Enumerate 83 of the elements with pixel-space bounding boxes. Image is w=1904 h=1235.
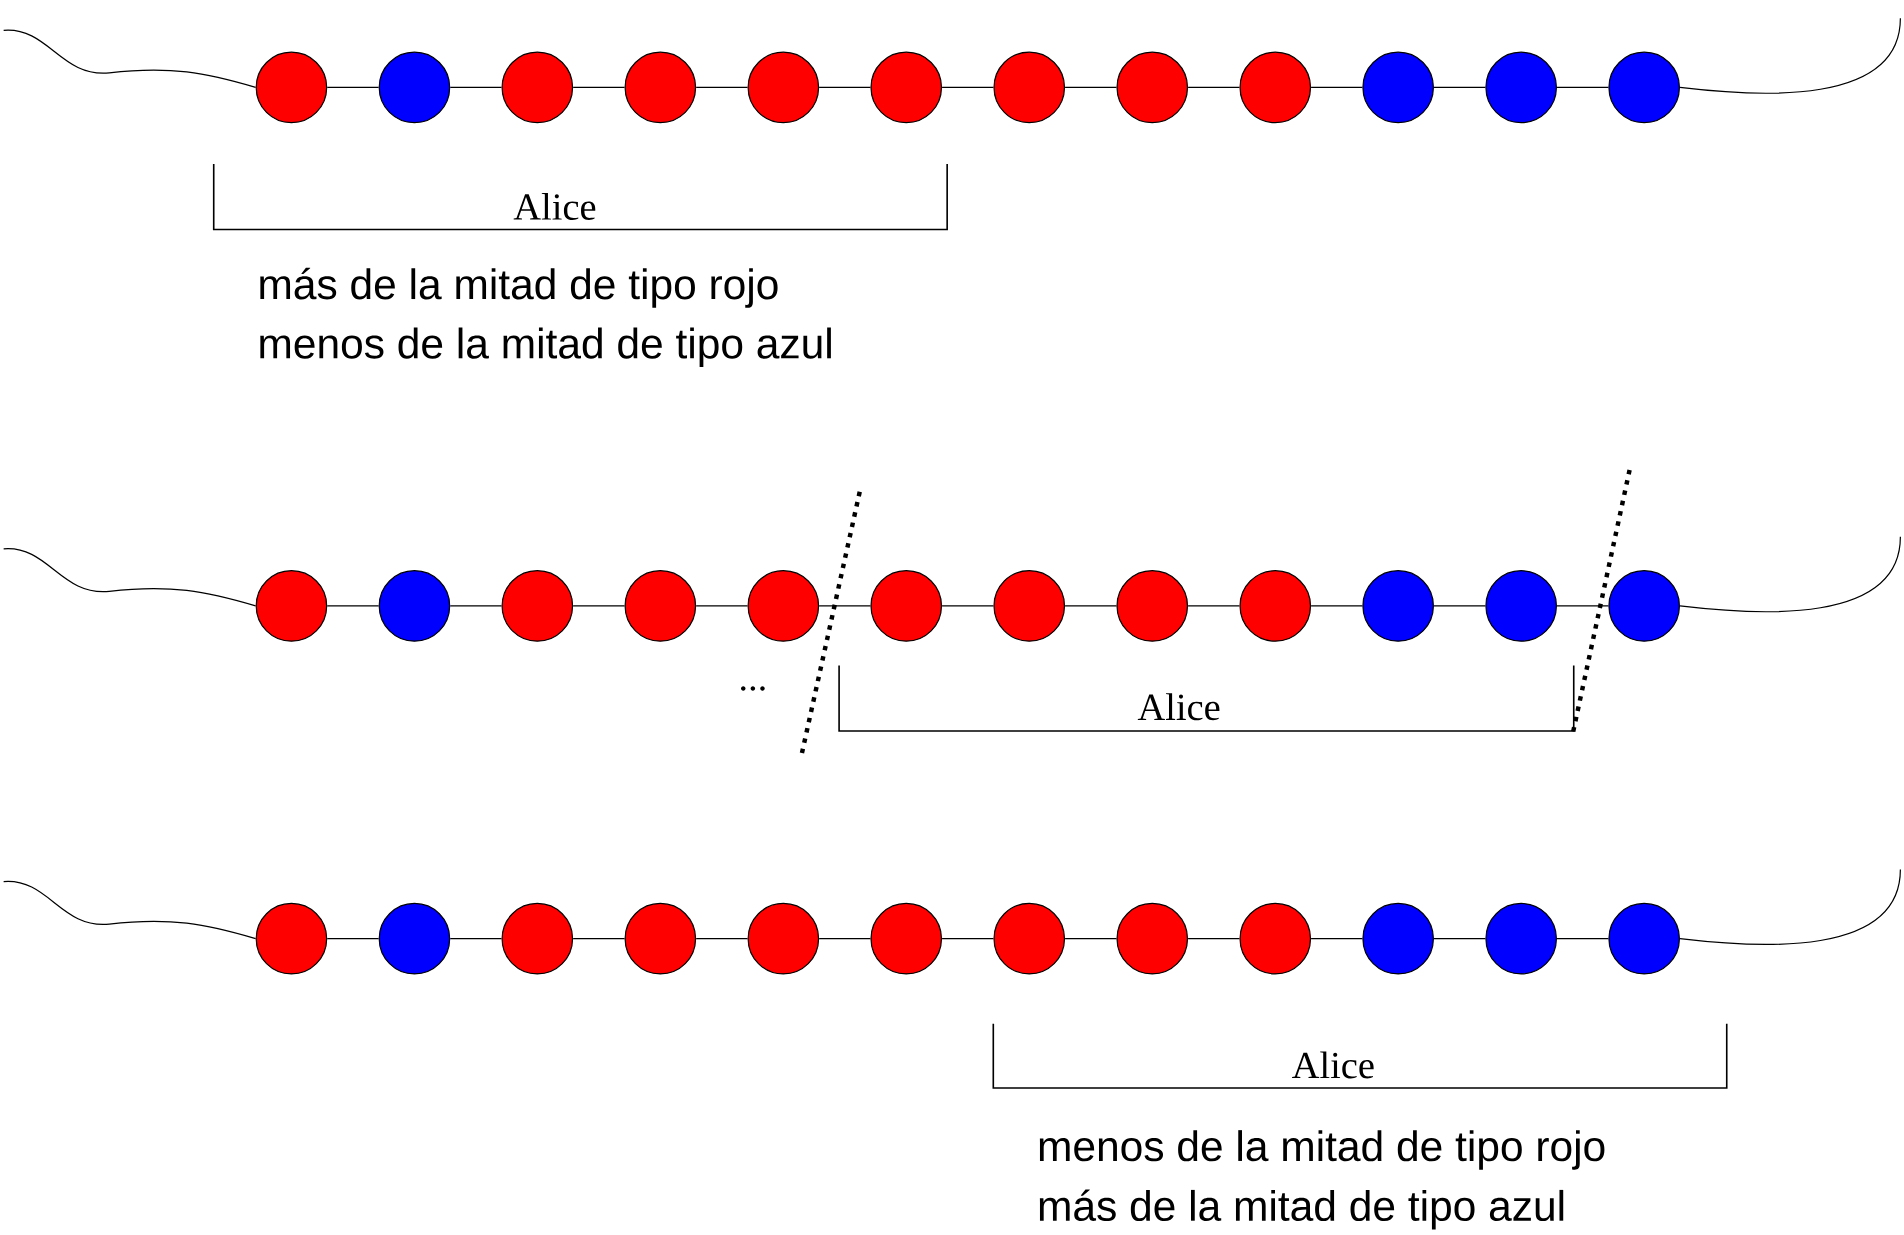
bead-circle <box>501 902 574 975</box>
connector-line <box>695 86 749 89</box>
connector-line <box>818 86 872 89</box>
connector-line <box>941 938 995 940</box>
bead-circle <box>378 51 451 124</box>
bead-circle <box>1608 51 1680 124</box>
bead-circle <box>1362 570 1434 642</box>
bead-circle <box>993 902 1066 975</box>
connector-line <box>1310 605 1363 607</box>
bead-circle <box>255 902 328 975</box>
connector-line <box>695 605 749 607</box>
bead-circle <box>1608 902 1680 975</box>
note-text: más de la mitad de tipo rojo <box>260 267 778 308</box>
connector-line <box>449 605 503 607</box>
bead-circle <box>501 51 574 124</box>
connector-line <box>695 938 749 940</box>
connector-line <box>1433 938 1486 940</box>
connector-line <box>1433 605 1486 607</box>
bead-circle <box>870 902 943 975</box>
bead-circle <box>378 570 451 642</box>
bead-circle <box>1485 570 1557 642</box>
bead-circle <box>1608 570 1680 642</box>
bead-circle <box>993 570 1066 642</box>
bead-circle <box>747 570 820 642</box>
wavy-line <box>1679 536 1901 613</box>
bead-circle <box>870 570 943 642</box>
bead-circle <box>993 51 1066 124</box>
connector-line <box>1064 86 1118 89</box>
connector-line <box>326 86 380 89</box>
bead-circle <box>747 51 820 124</box>
bead-circle <box>1485 902 1557 975</box>
wavy-line <box>3 881 257 940</box>
connector-line <box>1064 605 1118 607</box>
connector-line <box>326 605 380 607</box>
note-text: más de la mitad de tipo azul <box>1039 1189 1564 1230</box>
bead-circle <box>1116 902 1189 975</box>
wavy-line <box>3 29 257 89</box>
note-text: menos de la mitad de tipo azul <box>260 327 831 368</box>
bead-circle <box>1239 51 1312 124</box>
connector-line <box>1187 938 1241 940</box>
bracket-label: Alice <box>1292 1051 1374 1079</box>
bead-circle <box>624 570 697 642</box>
bead-circle <box>1362 902 1434 975</box>
wavy-line <box>3 548 257 607</box>
connector-line <box>1310 86 1363 89</box>
bead-circle <box>1362 51 1434 124</box>
bead-circle <box>255 570 328 642</box>
bead-circle <box>870 51 943 124</box>
connector-line <box>941 605 995 607</box>
bead-circle <box>1239 902 1312 975</box>
connector-line <box>449 86 503 89</box>
connector-line <box>449 938 503 940</box>
bead-circle <box>624 902 697 975</box>
connector-line <box>1556 605 1609 607</box>
connector-line <box>572 938 626 940</box>
connector-line <box>818 605 872 607</box>
connector-line <box>572 605 626 607</box>
connector-line <box>1187 86 1241 89</box>
bead-circle <box>1116 570 1189 642</box>
bead-circle <box>1116 51 1189 124</box>
connector-line <box>1556 86 1609 89</box>
connector-line <box>818 938 872 940</box>
bracket-label: Alice <box>1137 693 1220 721</box>
connector-line <box>1310 938 1363 940</box>
connector-line <box>1556 938 1609 940</box>
bead-circle <box>501 570 574 642</box>
connector-line <box>1187 605 1241 607</box>
connector-line <box>941 86 995 89</box>
note-text: menos de la mitad de tipo rojo <box>1039 1130 1605 1170</box>
bead-circle <box>747 902 820 975</box>
connector-line <box>1064 938 1118 940</box>
bead-circle <box>1239 570 1312 642</box>
bead-circle <box>1485 51 1557 124</box>
bracket-label: Alice <box>513 192 596 220</box>
connector-line <box>1433 86 1486 89</box>
wavy-line <box>1679 17 1901 94</box>
bead-circle <box>255 51 328 124</box>
connector-line <box>572 86 626 89</box>
wavy-line <box>1679 868 1901 946</box>
bead-circle <box>624 51 697 124</box>
bead-circle <box>378 902 451 975</box>
connector-line <box>326 938 380 940</box>
ellipsis-label: ... <box>741 686 765 691</box>
